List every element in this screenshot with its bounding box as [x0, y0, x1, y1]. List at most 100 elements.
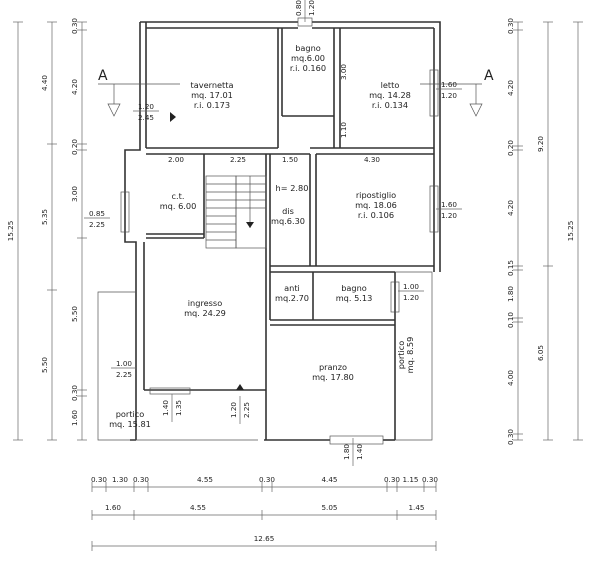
room-text: ingresso	[188, 298, 222, 308]
room-h-label: h= 2.80	[276, 183, 309, 193]
dim-label: 1.30	[112, 475, 128, 484]
dim-label: 0.30	[506, 18, 515, 34]
room-text: bagno	[295, 43, 321, 53]
right-chain-overall: 15.25	[566, 21, 583, 441]
opening-ct-win: 0.85 2.25	[84, 209, 110, 229]
room-text: mq. 15.81	[109, 419, 151, 429]
bottom-chain-2: 1.60 4.55 5.05 1.45	[91, 503, 437, 520]
room-text: mq. 14.28	[369, 90, 411, 100]
opening-top: 0.85	[89, 209, 105, 218]
room-text: mq. 17.80	[312, 372, 354, 382]
dim-label: 0.20	[506, 140, 515, 156]
opening-taverna-win: 1.20 2.45	[133, 102, 159, 122]
room-text: r.i. 0.106	[358, 210, 394, 220]
dim-label: 0.30	[70, 18, 79, 34]
taverna-door-arrow	[170, 112, 176, 122]
opening-top: 1.20	[229, 402, 238, 418]
dim-d110: 1.10	[339, 122, 348, 138]
dim-label: 0.30	[91, 475, 107, 484]
dim-label: 1.15	[402, 475, 418, 484]
dim-label: 4.00	[506, 370, 515, 386]
dim-label: 1.45	[408, 503, 424, 512]
room-ct: c.t.mq. 6.00	[160, 191, 197, 211]
room-text: mq.6.00	[291, 53, 325, 63]
opening-top: 1.00	[403, 282, 419, 291]
room-text: ripostiglio	[356, 190, 396, 200]
room-text: r.i. 0.173	[194, 100, 230, 110]
interior-walls	[143, 28, 434, 440]
room-text: r.i. 0.160	[290, 63, 326, 73]
room-text: mq. 24.29	[184, 308, 226, 318]
room-text: h= 2.80	[276, 183, 309, 193]
room-text: portico	[116, 409, 145, 419]
staircase	[205, 175, 267, 249]
dim-label: 1.60	[105, 503, 121, 512]
opening-top: 1.20	[138, 102, 154, 111]
opening-top: 1.40	[161, 400, 170, 416]
opening-letto-win: 1.601.20	[436, 80, 462, 100]
left-chain-2: 0.304.200.203.005.500.301.60	[70, 18, 87, 441]
room-text: mq.6.30	[271, 216, 305, 226]
dim-label: 15.25	[6, 221, 15, 242]
room-text: mq. 5.13	[336, 293, 373, 303]
room-text: mq.2.70	[275, 293, 309, 303]
dim-d200: 2.00	[168, 155, 184, 164]
dim-label: 0.30	[70, 385, 79, 401]
dim-d300: 3.00	[339, 64, 348, 80]
dim-label: 5.50	[40, 357, 49, 373]
dim-label: 15.25	[566, 221, 575, 242]
dimension-chains: 0.30 1.30 0.30 4.55 0.30 4.45 0.30 1.15 0.30 1.60…	[6, 18, 583, 551]
dim-label: 6.05	[536, 345, 545, 361]
opening-bottom: 1.20	[307, 0, 316, 16]
dim-label: 4.20	[506, 200, 515, 216]
room-text: portico	[396, 341, 406, 370]
room-text: tavernetta	[191, 80, 234, 90]
opening-bottom: 1.20	[441, 211, 457, 220]
opening-bottom: 1.35	[174, 400, 183, 416]
opening-bottom: 2.25	[116, 370, 132, 379]
opening-bottom: 1.20	[441, 91, 457, 100]
opening-bottom: 1.40	[355, 444, 364, 460]
dim-label: 0.30	[506, 429, 515, 445]
dim-d225: 2.25	[230, 155, 246, 164]
opening-labels: 1.20 2.45 1.601.20 1.601.20 0.85 2.25 1.00 2.25…	[84, 0, 462, 466]
dim-label: 0.10	[506, 312, 515, 328]
opening-bagno-win: 1.00 1.20	[398, 282, 424, 302]
dim-label: 4.20	[70, 79, 79, 95]
opening-bottom: 1.20	[403, 293, 419, 302]
dim-label: 4.45	[321, 475, 337, 484]
section-letter-left: A	[98, 68, 108, 84]
section-markers: A A	[98, 68, 494, 117]
opening-ingresso-win: 1.00 2.25	[111, 359, 137, 379]
dim-label: 5.05	[321, 503, 337, 512]
right-chain-1: 0.304.200.204.200.151.800.104.000.30	[506, 18, 523, 445]
dim-d430: 4.30	[364, 155, 380, 164]
opening-ripost-win: 1.601.20	[436, 200, 462, 220]
opening-bottom: 2.45	[138, 113, 154, 122]
dim-label: 3.00	[70, 186, 79, 202]
opening-bottom: 2.25	[242, 402, 251, 418]
opening-bottom: 2.25	[89, 220, 105, 229]
room-text: letto	[381, 80, 400, 90]
dim-label: 1.80	[506, 286, 515, 302]
opening-top: 1.00	[116, 359, 132, 368]
dim-label: 4.55	[190, 503, 206, 512]
entrance-arrow	[236, 384, 244, 390]
opening-portico-win: 1.40 1.35	[161, 394, 183, 422]
dim-label: 4.20	[506, 80, 515, 96]
dim-label: 0.30	[422, 475, 438, 484]
left-chain-overall: 15.25	[6, 21, 23, 441]
room-text: c.t.	[172, 191, 185, 201]
room-text: mq. 18.06	[355, 200, 397, 210]
dim-label: 1.60	[70, 410, 79, 426]
room-text: pranzo	[319, 362, 347, 372]
